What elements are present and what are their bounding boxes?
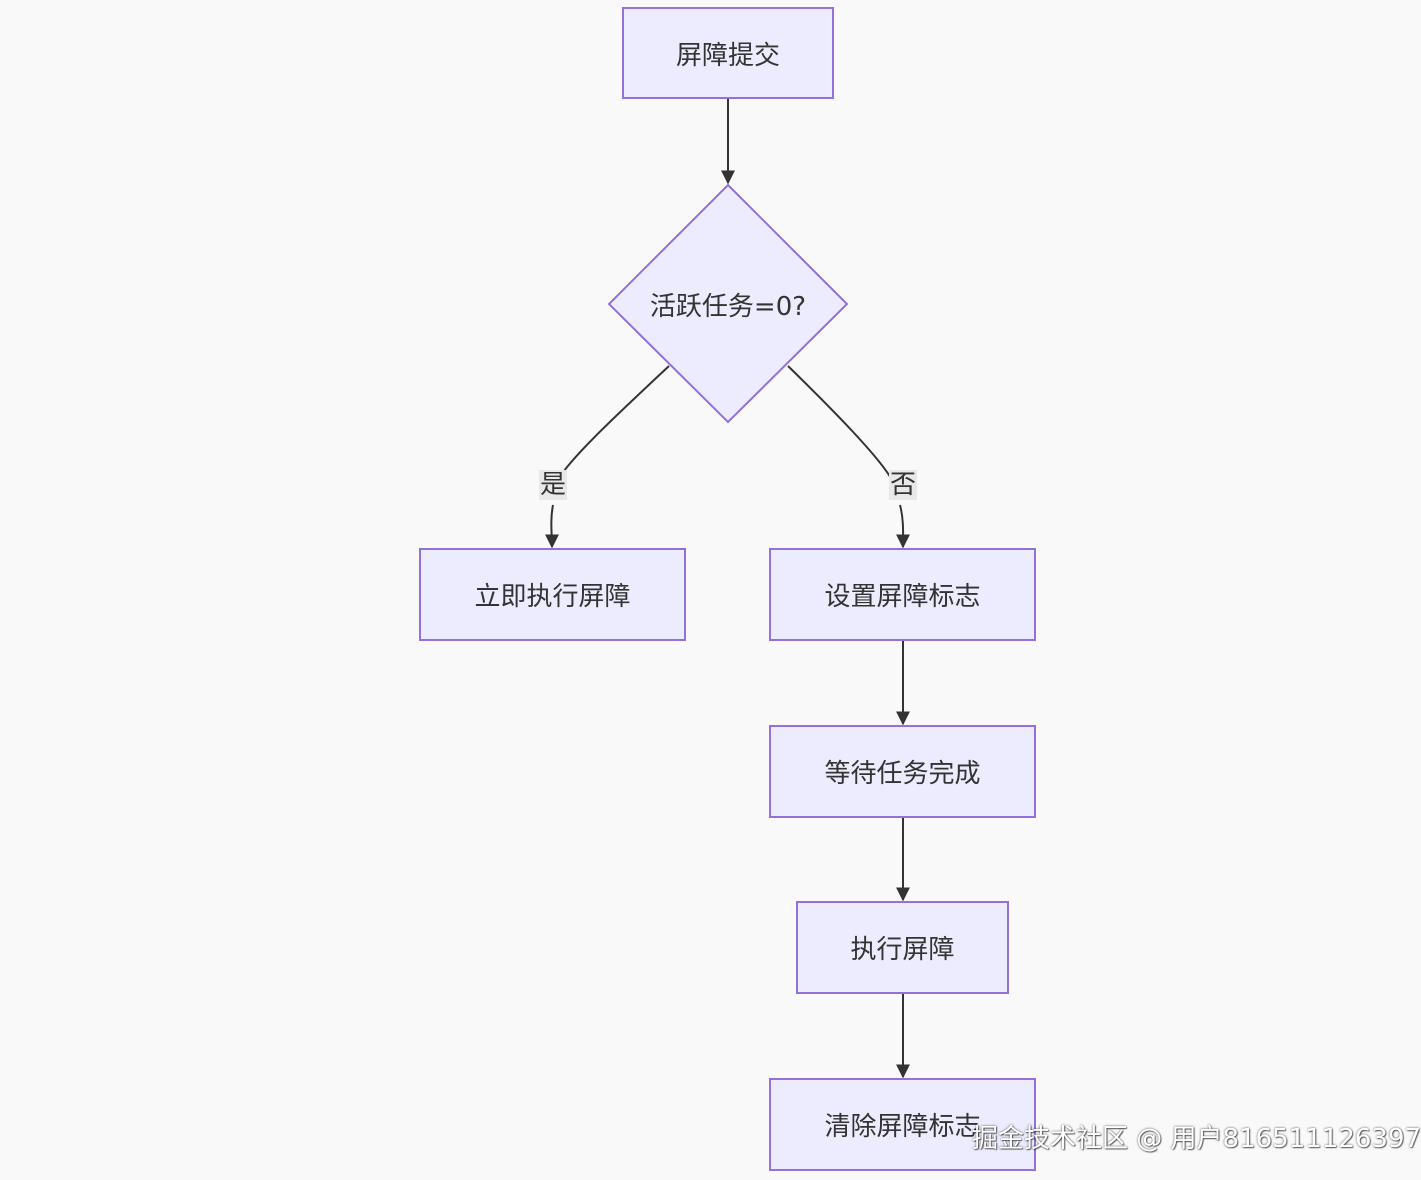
node-execute-barrier-label: 执行屏障 — [850, 935, 955, 965]
node-execute-immediately: 立即执行屏障 — [419, 548, 686, 641]
decision-diamond — [607, 183, 849, 424]
node-execute-barrier: 执行屏障 — [796, 901, 1009, 994]
node-clear-barrier-flag-label: 清除屏障标志 — [824, 1112, 981, 1142]
node-clear-barrier-flag: 清除屏障标志 — [769, 1078, 1036, 1171]
watermark: 掘金技术社区 @ 用户816511126397 — [972, 1124, 1421, 1154]
node-set-barrier-flag: 设置屏障标志 — [769, 548, 1036, 641]
edge-decision-to-immediate — [551, 365, 670, 547]
node-set-barrier-flag-label: 设置屏障标志 — [824, 582, 981, 612]
node-wait-tasks-complete: 等待任务完成 — [769, 725, 1036, 818]
node-barrier-submit-label: 屏障提交 — [675, 40, 780, 71]
edge-label-yes: 是 — [539, 470, 568, 500]
node-active-tasks-check: 活跃任务=0? — [628, 284, 828, 324]
node-wait-tasks-complete-label: 等待任务完成 — [824, 759, 981, 789]
node-barrier-submit: 屏障提交 — [622, 7, 834, 99]
edge-decision-to-set-flag — [787, 365, 903, 547]
node-execute-immediately-label: 立即执行屏障 — [474, 582, 631, 612]
edge-label-no: 否 — [889, 470, 918, 500]
node-active-tasks-check-label: 活跃任务=0? — [649, 291, 807, 322]
